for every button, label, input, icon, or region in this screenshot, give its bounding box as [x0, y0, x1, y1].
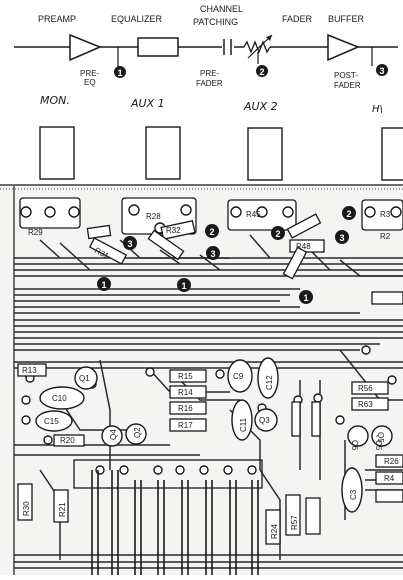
label-r24: R24 — [270, 524, 279, 539]
label-r2: R2 — [380, 232, 391, 241]
stage-label-patching: PATCHING — [193, 17, 238, 27]
fader-potentiometer-symbol — [243, 34, 273, 59]
resistor-bodies — [17, 213, 403, 545]
capacitor-bodies — [35, 357, 363, 513]
pot-shaft-4 — [381, 127, 403, 181]
label-q5: Q5 — [376, 432, 385, 443]
stage-label-equalizer: EQUALIZER — [111, 14, 163, 24]
equalizer-block — [137, 37, 179, 57]
tap-marker-2-number: 2 — [259, 67, 264, 77]
marker-1-c: 1 — [303, 293, 308, 303]
label-r48: R48 — [296, 242, 311, 251]
pot-shaft-aux2 — [247, 127, 283, 181]
label-r32: R32 — [166, 226, 181, 235]
buffer-amplifier-symbol — [327, 33, 360, 62]
label-c6: C6 — [350, 440, 359, 451]
label-c10: C10 — [52, 394, 67, 403]
label-r13: R13 — [22, 366, 37, 375]
control-label-mon: MON. — [40, 94, 70, 107]
label-r28: R28 — [146, 212, 161, 221]
label-r30: R30 — [22, 501, 31, 516]
tap-marker-3 — [376, 64, 388, 76]
label-r20: R20 — [60, 436, 75, 445]
label-c9: C9 — [233, 372, 244, 381]
stage-label-preamp: PREAMP — [38, 14, 76, 24]
label-c5: C5 — [374, 440, 383, 451]
label-c11: C11 — [239, 417, 248, 432]
label-r15: R15 — [178, 372, 193, 381]
ic-outline — [73, 459, 263, 489]
marker-3-c: 3 — [339, 233, 344, 243]
label-q4: Q4 — [109, 429, 118, 440]
label-r4: R4 — [384, 474, 395, 483]
label-r21: R21 — [58, 502, 67, 517]
label-r26: R26 — [384, 457, 399, 466]
stage-label-buffer: BUFFER — [328, 14, 365, 24]
control-label-aux1: AUX 1 — [130, 97, 165, 110]
marker-3-b: 3 — [127, 239, 132, 249]
label-r14: R14 — [178, 388, 193, 397]
bus-traces — [14, 257, 403, 569]
label-r56: R56 — [358, 384, 373, 393]
control-labels: MON. AUX 1 AUX 2 H\ — [40, 94, 383, 115]
tap-marker-2 — [256, 65, 268, 77]
label-r29: R29 — [28, 228, 43, 237]
label-q2: Q2 — [133, 427, 142, 438]
pot-shaft-mon — [39, 126, 75, 180]
label-r16: R16 — [178, 404, 193, 413]
label-c3: C3 — [349, 489, 358, 500]
tap-label-post-fader-1: POST- — [334, 71, 358, 80]
label-c12: C12 — [265, 375, 274, 390]
signal-chain: PREAMP EQUALIZER CHANNEL PATCHING FADER … — [14, 4, 398, 90]
label-r63: R63 — [358, 400, 373, 409]
label-q3: Q3 — [259, 416, 270, 425]
label-c15: C15 — [44, 417, 59, 426]
label-r17: R17 — [178, 421, 193, 430]
label-r45: R45 — [246, 210, 261, 219]
label-q1: Q1 — [79, 374, 90, 383]
routing-markers: 1 1 1 2 2 3 3 3 2 — [97, 206, 356, 304]
marker-1-b: 1 — [181, 281, 186, 291]
stage-label-fader: FADER — [282, 14, 313, 24]
pot-shaft-aux1 — [145, 126, 181, 180]
tap-marker-1 — [114, 66, 126, 78]
pot-shafts — [39, 126, 403, 181]
marker-1-a: 1 — [101, 280, 106, 290]
label-r57: R57 — [290, 515, 299, 530]
stage-label-channel: CHANNEL — [200, 4, 243, 14]
tap-marker-1-number: 1 — [117, 68, 122, 78]
marker-3-a: 3 — [210, 249, 215, 259]
marker-2-a: 2 — [209, 227, 214, 237]
marker-2-c: 2 — [275, 229, 280, 239]
tap-label-pre-eq-2: EQ — [84, 78, 96, 87]
header-pins — [91, 470, 259, 575]
control-label-aux2: AUX 2 — [243, 100, 278, 113]
circuit-board: 1 1 1 2 2 3 3 3 2 R29 R28 R32 R3 1 R45 R4… — [0, 184, 403, 575]
tap-label-pre-eq-1: PRE- — [80, 69, 99, 78]
marker-2-b: 2 — [346, 209, 351, 219]
tap-label-post-fader-2: FADER — [334, 81, 361, 90]
tap-label-pre-fader-1: PRE- — [200, 69, 219, 78]
transistor-bodies — [74, 366, 393, 447]
patching-capacitor-symbol — [222, 39, 234, 55]
control-label-h: H\ — [372, 104, 383, 115]
tap-marker-3-number: 3 — [379, 66, 384, 76]
tap-label-pre-fader-2: FADER — [196, 79, 223, 88]
label-r3: R3 — [380, 210, 391, 219]
preamp-amplifier-symbol — [69, 33, 102, 62]
